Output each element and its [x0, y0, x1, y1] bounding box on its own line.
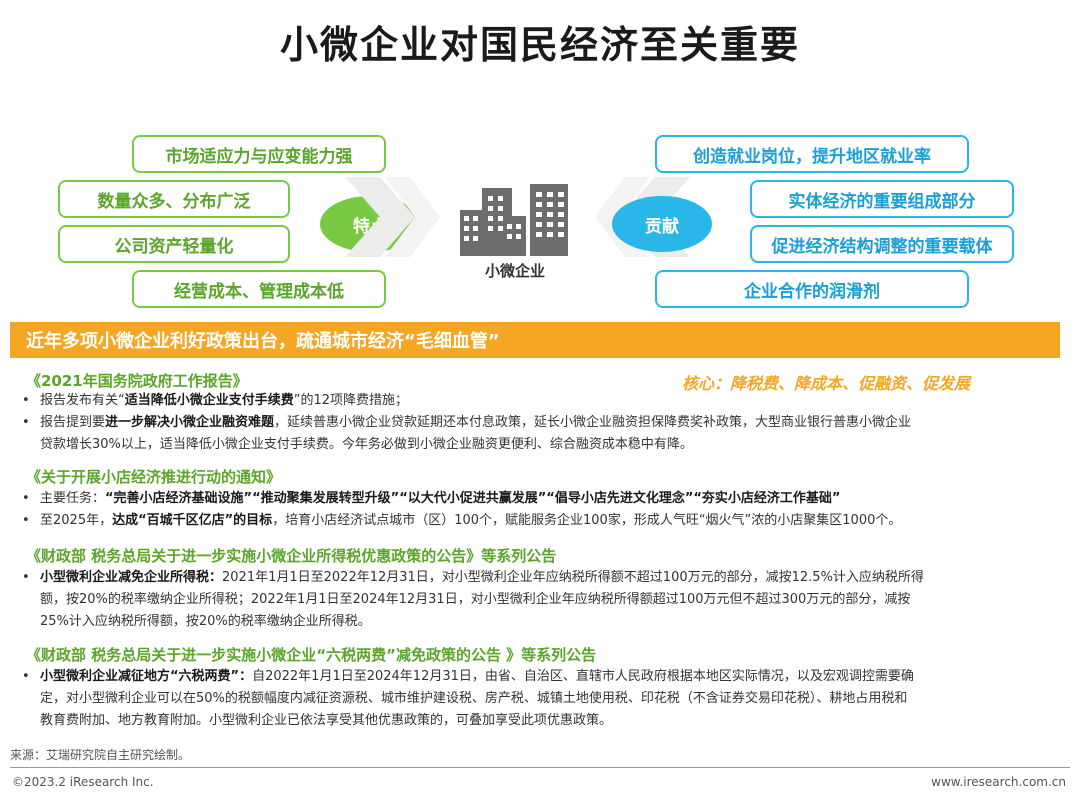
section-2-line-2: •至2025年，达成“百城千区亿店”的目标，培育小店经济试点城市（区）100个，… — [22, 513, 902, 528]
center-label: 小微企业 — [484, 262, 545, 280]
section-2-line-1: •主要任务：“完善小店经济基础设施”“推动聚集发展转型升级”“以大代小促进共赢发… — [22, 491, 841, 506]
feature-pill-4: 经营成本、管理成本低 — [132, 270, 386, 308]
section-4-line-1: •小型微利企业减征地方“六税两费”：自2022年1月1日至2024年12月31日… — [22, 669, 914, 684]
section-title-3: 《财政部 税务总局关于进一步实施小微企业所得税优惠政策的公告》等系列公告 — [26, 547, 557, 565]
footer-copyright: ©2023.2 iResearch Inc. — [12, 775, 154, 789]
section-3-line-2: 额，按20%的税率缴纳企业所得税；2022年1月1日至2024年12月31日，对… — [40, 592, 911, 607]
footer-divider — [10, 767, 1070, 768]
chevron-right-decoration — [345, 177, 440, 257]
contribution-pill-4: 企业合作的润滑剂 — [655, 270, 969, 308]
policy-banner: 近年多项小微企业利好政策出台，疏通城市经济“毛细血管” — [10, 322, 1060, 358]
feature-pill-3: 公司资产轻量化 — [58, 225, 290, 263]
section-1-line-2: •报告提到要进一步解决小微企业融资难题，延续普惠小微企业贷款延期还本付息政策，延… — [22, 415, 912, 430]
contribution-pill-1: 创造就业岗位，提升地区就业率 — [655, 135, 969, 173]
contribution-pill-3: 促进经济结构调整的重要载体 — [750, 225, 1014, 263]
feature-pill-1: 市场适应力与应变能力强 — [132, 135, 386, 173]
contribution-pill-2: 实体经济的重要组成部分 — [750, 180, 1014, 218]
source-note: 来源：艾瑞研究院自主研究绘制。 — [10, 748, 191, 762]
core-summary: 核心：降税费、降成本、促融资、促发展 — [682, 374, 971, 393]
section-4-line-3: 教育费附加、地方教育附加。小型微利企业已依法享受其他优惠政策的，可叠加享受此项优… — [40, 713, 613, 728]
footer-website: www.iresearch.com.cn — [931, 775, 1066, 789]
section-1-line-1: •报告发布有关“适当降低小微企业支付手续费”的12项降费措施； — [22, 393, 409, 408]
feature-pill-2: 数量众多、分布广泛 — [58, 180, 290, 218]
section-1-line-3: 贷款增长30%以上，适当降低小微企业支付手续费。今年务必做到小微企业融资更便利、… — [40, 437, 693, 452]
section-4-line-2: 定，对小型微利企业可以在50%的税额幅度内减征资源税、城市维护建设税、房产税、城… — [40, 691, 908, 706]
section-3-line-1: •小型微利企业减免企业所得税：2021年1月1日至2022年12月31日，对小型… — [22, 570, 924, 585]
building-icon — [460, 184, 568, 256]
section-title-2: 《关于开展小店经济推进行动的通知》 — [26, 468, 282, 486]
contributions-oval: 贡献 — [612, 196, 712, 252]
page-title: 小微企业对国民经济至关重要 — [279, 23, 800, 67]
section-title-1: 《2021年国务院政府工作报告》 — [26, 372, 248, 390]
section-title-4: 《财政部 税务总局关于进一步实施小微企业“六税两费”减免政策的公告 》等系列公告 — [26, 646, 597, 664]
section-3-line-3: 25%计入应纳税所得额，按20%的税率缴纳企业所得税。 — [40, 614, 371, 629]
